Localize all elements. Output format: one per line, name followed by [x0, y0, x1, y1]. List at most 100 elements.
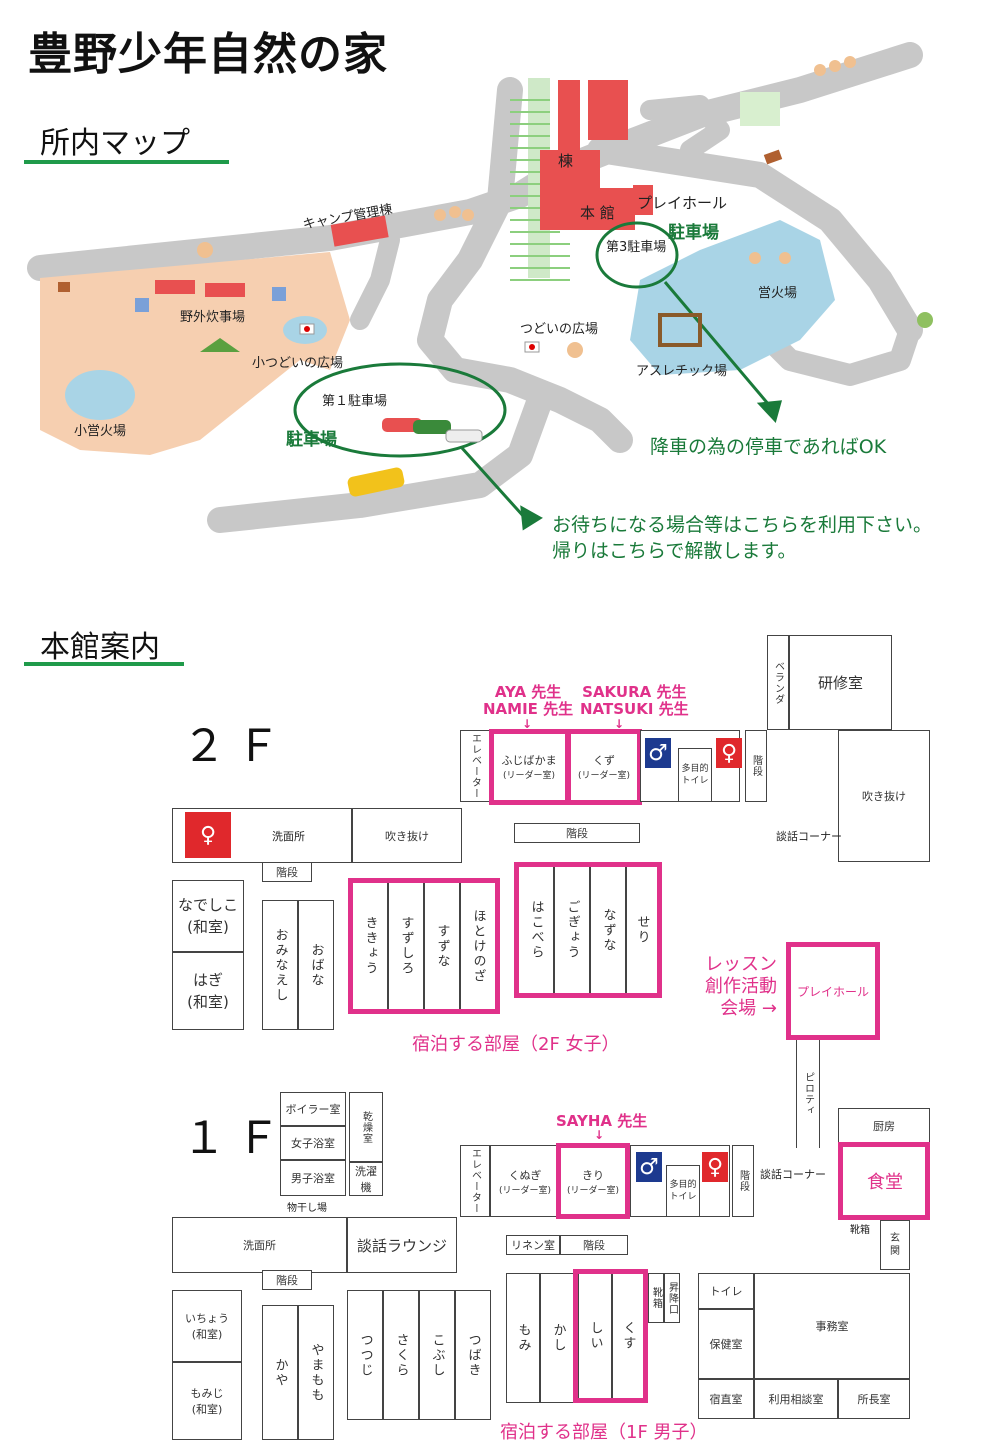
- label-small-campfire: 小営火場: [74, 424, 127, 439]
- highlight-kuzu: [566, 729, 642, 805]
- caption-1f-boys: 宿泊する部屋（1F 男子）: [500, 1422, 708, 1443]
- room-fujibakama: ふじばかま(リーダー室): [490, 730, 568, 802]
- room-stairs-mid-1f: 階段: [560, 1235, 628, 1255]
- room-shokoguchi: 昇降口: [664, 1273, 680, 1323]
- room-stairs-mid-2f: 階段: [514, 823, 640, 843]
- label-outdoor-kitchen: 野外炊事場: [180, 310, 246, 325]
- room-obana: おばな: [298, 900, 334, 1030]
- floor-label-2f: ２Ｆ: [182, 721, 290, 772]
- label-campfire: 営火場: [758, 286, 798, 301]
- room-boiler: ボイラー室: [280, 1092, 346, 1126]
- arrow-down-icon: ↓: [594, 1128, 605, 1142]
- room-piloti: ピロティ: [796, 1040, 820, 1148]
- room-kobushi: こぶし: [419, 1290, 455, 1420]
- room-tsutsuji: つつじ: [347, 1290, 383, 1420]
- room-momi: もみ: [506, 1273, 540, 1403]
- room-nadeshiko: なでしこ(和室): [172, 880, 244, 952]
- label-parking-bottom: 駐車場: [286, 430, 337, 450]
- room-genkan: 玄関: [880, 1220, 910, 1270]
- room-jimu: 事務室: [754, 1273, 910, 1379]
- room-seri: せり: [626, 866, 658, 994]
- label-danwa-1f: 談話コーナー: [760, 1168, 826, 1181]
- highlight-girls-rooms-left: [348, 878, 500, 1014]
- label-danwa-2f: 談話コーナー: [776, 830, 842, 843]
- room-elevator-2f: エレベーター: [460, 730, 490, 802]
- room-stairs-v-2f: 階段: [745, 730, 767, 802]
- page-title: 豊野少年自然の家: [28, 29, 388, 80]
- room-women-bath: 女子浴室: [280, 1126, 346, 1160]
- room-shocho: 所長室: [838, 1379, 910, 1419]
- room-hotokenoza: ほとけのざ: [460, 882, 496, 1010]
- room-hagi: はぎ(和室): [172, 952, 244, 1030]
- room-chubo: 厨房: [838, 1108, 930, 1144]
- room-sentaku: 洗濯機: [349, 1162, 383, 1196]
- room-stairs-v-1f: 階段: [732, 1145, 754, 1217]
- room-kaya: かや: [262, 1305, 298, 1440]
- room-ominaeshi: おみなえし: [262, 900, 298, 1030]
- label-athletic: アスレチック場: [636, 364, 728, 379]
- building-underline: [24, 662, 184, 666]
- room-veranda: ベランダ: [767, 635, 789, 730]
- caption-2f-girls: 宿泊する部屋（2F 女子）: [412, 1034, 620, 1055]
- facility-map: [27, 42, 933, 533]
- note-dismissal: 帰りはこちらで解散します。: [552, 540, 797, 562]
- label-senmen-2f: 洗面所: [272, 830, 305, 843]
- section-title-map: 所内マップ: [40, 126, 190, 161]
- label-parking3: 第3駐車場: [606, 240, 667, 255]
- highlight-playhall: [786, 942, 880, 1040]
- room-nazuna: なずな: [590, 866, 626, 994]
- room-multi-toilet-2f: 多目的トイレ: [678, 748, 712, 802]
- arrow-down-icon: ↓: [614, 717, 625, 731]
- women-toilet-icon: ♀: [702, 1152, 728, 1182]
- room-toilet-1f: トイレ: [698, 1273, 754, 1309]
- label-small-plaza: 小つどいの広場: [252, 356, 344, 371]
- section-title-building: 本館案内: [40, 630, 160, 665]
- room-kenshu: 研修室: [789, 635, 892, 730]
- room-yamamomo: やまもも: [298, 1305, 334, 1440]
- women-toilet-icon: ♀: [185, 812, 231, 858]
- men-toilet-icon: ♂: [636, 1152, 662, 1182]
- room-sakura: さくら: [383, 1290, 419, 1420]
- women-toilet-icon: ♀: [716, 738, 742, 768]
- map-underline: [24, 160, 229, 164]
- room-stairs-left-2f: 階段: [262, 862, 312, 882]
- note-waiting: お待ちになる場合等はこちらを利用下さい。: [552, 514, 933, 536]
- room-elevator-1f: エレベーター: [460, 1145, 490, 1217]
- room-tsubaki: つばき: [455, 1290, 491, 1420]
- room-kashi: かし: [540, 1273, 576, 1403]
- highlight-fujibakama: [489, 729, 570, 805]
- room-kunugi: くぬぎ(リーダー室): [490, 1145, 560, 1217]
- teacher-1f: SAYHA 先生: [556, 1112, 648, 1130]
- room-senmen-1f: 洗面所: [172, 1217, 347, 1273]
- room-icho: いちょう(和室): [172, 1290, 242, 1362]
- room-kikyo: ききょう: [352, 882, 388, 1010]
- highlight-boys-rooms: [573, 1269, 648, 1403]
- floor-label-1f: １Ｆ: [182, 1113, 290, 1164]
- lesson-venue-label: レッスン創作活動会場 →: [705, 954, 777, 1019]
- room-suzuna: すずな: [424, 882, 460, 1010]
- highlight-girls-rooms-right: [514, 862, 662, 998]
- label-mune: 棟: [558, 152, 574, 170]
- room-shukuchoku: 宿直室: [698, 1379, 754, 1419]
- label-honkan: 本 館: [580, 204, 615, 222]
- label-tsudoi-plaza: つどいの広場: [520, 322, 599, 337]
- men-toilet-icon: ♂: [645, 738, 671, 768]
- room-linen: リネン室: [506, 1235, 560, 1255]
- room-hakobera: はこべら: [518, 866, 554, 994]
- label-monohoshi: 物干し場: [287, 1203, 327, 1214]
- label-parking1: 第１駐車場: [322, 394, 388, 409]
- room-men-bath: 男子浴室: [280, 1160, 346, 1196]
- room-multi-toilet-1f: 多目的トイレ: [666, 1165, 700, 1217]
- highlight-shokudo: [838, 1142, 930, 1220]
- hut-icon: [58, 282, 70, 292]
- note-dropoff: 降車の為の停車であればOK: [650, 436, 887, 458]
- arrow-down-icon: ↓: [522, 717, 533, 731]
- label-parking-top: 駐車場: [668, 223, 719, 243]
- room-lounge: 談話ラウンジ: [347, 1217, 457, 1273]
- label-playhall: プレイホール: [637, 194, 728, 212]
- room-momiji: もみじ(和室): [172, 1362, 242, 1440]
- room-fukinuke-2f: 吹き抜け: [352, 808, 462, 863]
- room-kuzu: くず(リーダー室): [568, 730, 640, 802]
